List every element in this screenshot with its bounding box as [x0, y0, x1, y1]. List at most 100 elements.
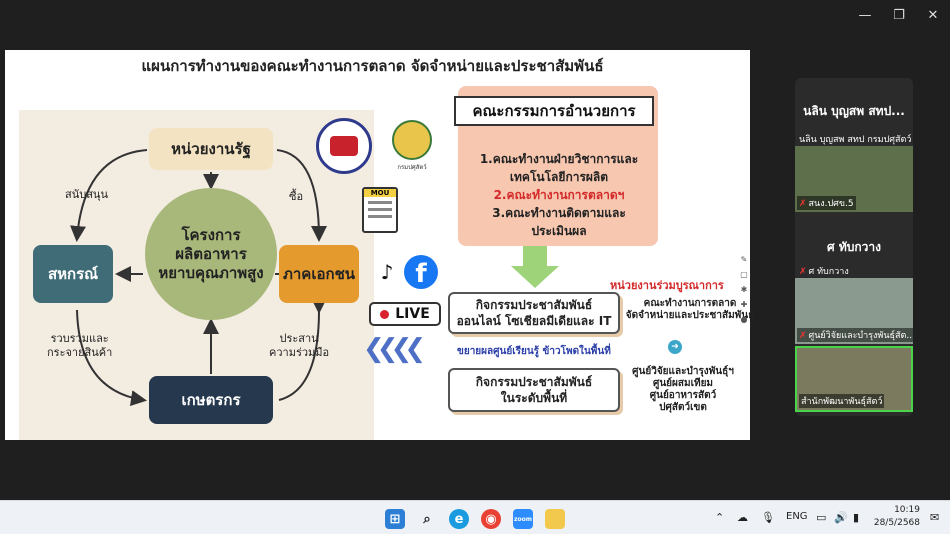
research-centers-text: ศูนย์วิจัยและบำรุงพันธุ์ฯ ศูนย์ผสมเทียม … — [627, 366, 739, 414]
committee-heading: คณะกรรมการอำนวยการ — [454, 96, 654, 126]
research-line-1: ศูนย์วิจัยและบำรุงพันธุ์ฯ — [632, 366, 734, 377]
language-indicator[interactable]: ENG — [786, 511, 808, 522]
video-caption: ✗ศูนย์วิจัยและบำรุงพันธุ์สัต... — [797, 328, 913, 342]
participants-panel: นลิน บุญสพ สทป... นลิน บุญสพ สทป กรมปศุส… — [795, 78, 913, 416]
mic-off-icon: ✗ — [799, 267, 807, 277]
online-pr-box: กิจกรรมประชาสัมพันธ์ ออนไลน์ โซเชียลมีเด… — [448, 292, 620, 334]
joint-agencies-text: คณะทำงานการตลาด จัดจำหน่ายและประชาสัมพัน… — [625, 298, 755, 322]
tool-icon[interactable]: ✚ — [740, 300, 748, 309]
project-line-3: หยาบคุณภาพสูง — [158, 263, 264, 282]
expansion-note: ขยายผลศูนย์เรียนรู้ ข้าวโพดในพื้นที่ — [457, 346, 611, 357]
cooperative-box: สหกรณ์ — [33, 245, 113, 303]
project-line-2: ผลิตอาหาร — [175, 244, 247, 263]
shared-slide: แผนการทำงานของคณะทำงานการตลาด จัดจำหน่าย… — [5, 50, 754, 440]
participant-name-text: ศ ทับกวาง — [808, 267, 849, 277]
coordinate-line-1: ประสาน — [279, 332, 319, 345]
joint-agencies-title: หน่วยงานร่วมบูรณาการ — [610, 279, 724, 292]
mic-off-icon: ✗ — [799, 199, 807, 209]
coordinate-label: ประสาน ความร่วมมือ — [269, 332, 329, 360]
edge-icon[interactable]: e — [449, 509, 469, 529]
joint-line-1: คณะทำงานการตลาด — [643, 298, 737, 309]
online-pr-line-2: ออนไลน์ โซเชียลมีเดียและ IT — [456, 314, 612, 328]
live-label: LIVE — [395, 306, 430, 322]
mou-document-icon: MOU — [362, 187, 398, 233]
participant-video[interactable]: ✗สนง.ปศข.5 — [795, 146, 913, 212]
annotation-toolbar: ✎ ▢ ✱ ✚ ● — [738, 255, 750, 324]
zoom-icon[interactable]: zoom — [513, 509, 533, 529]
tool-icon[interactable]: ▢ — [740, 270, 748, 279]
support-label: สนับสนุน — [65, 188, 108, 201]
seal-icon — [392, 120, 432, 160]
committee-item: ประเมินผล — [531, 224, 587, 238]
participant-header: นลิน บุญสพ สทป... — [803, 104, 905, 118]
research-line-2: ศูนย์ผสมเทียม — [652, 378, 714, 389]
research-line-3: ศูนย์อาหารสัตว์ — [649, 390, 717, 401]
mou-label: MOU — [364, 189, 396, 197]
speaker-icon[interactable]: 🔊 — [834, 511, 848, 524]
local-pr-box: กิจกรรมประชาสัมพันธ์ ในระดับพื้นที่ — [448, 368, 620, 412]
slide-title: แผนการทำงานของคณะทำงานการตลาด จัดจำหน่าย… — [141, 57, 604, 75]
seal-caption: กรมปศุสัตว์ — [397, 164, 427, 171]
minimize-button[interactable]: — — [858, 7, 872, 23]
gov-agency-box: หน่วยงานรัฐ — [149, 128, 273, 170]
window-controls: — ❐ ✕ — [848, 0, 950, 32]
mic-off-icon: ✗ — [799, 331, 807, 341]
file-explorer-icon[interactable] — [545, 509, 565, 529]
search-icon[interactable]: ⌕ — [423, 511, 431, 527]
committee-item-highlight: 2.คณะทำงานการตลาดฯ — [493, 188, 625, 202]
display-icon[interactable]: ▭ — [816, 511, 827, 524]
tool-icon[interactable]: ● — [740, 315, 748, 324]
collect-line-1: รวบรวมและ — [50, 332, 109, 345]
coordinate-line-2: ความร่วมมือ — [269, 346, 330, 359]
active-speaker-video[interactable]: สำนักพัฒนาพันธุ์สัตว์ — [795, 346, 913, 412]
clock[interactable]: 10:19 28/5/2568 — [872, 504, 920, 530]
notification-icon[interactable]: ✉ — [930, 511, 940, 524]
clock-date: 28/5/2568 — [873, 518, 920, 528]
next-arrow-icon[interactable]: ➜ — [668, 340, 682, 354]
participant-name: ✗ศ ทับกวาง — [799, 264, 911, 278]
live-badge: LIVE — [369, 302, 441, 326]
local-pr-line-2: ในระดับพื้นที่ — [500, 391, 568, 405]
collect-line-2: กระจายสินค้า — [47, 346, 113, 359]
battery-icon[interactable]: ▮ — [853, 511, 860, 524]
video-caption-text: สนง.ปศข.5 — [808, 199, 854, 209]
restore-button[interactable]: ❐ — [893, 7, 905, 23]
diagram-arrows — [70, 149, 328, 407]
facebook-icon: f — [404, 255, 438, 289]
project-line-1: โครงการ — [181, 225, 241, 244]
committee-list: 1.คณะทำงานฝ่ายวิชาการและ เทคโนโลยีการผลิ… — [459, 150, 659, 240]
committee-item: 3.คณะทำงานติดตามและ — [492, 206, 626, 220]
network-icon[interactable]: ☁ — [737, 511, 748, 524]
close-button[interactable]: ✕ — [927, 7, 939, 23]
research-line-4: ปศุสัตว์เขต — [659, 402, 707, 413]
tiktok-icon: ♪ — [380, 260, 394, 284]
farmer-box: เกษตรกร — [149, 376, 273, 424]
committee-item: เทคโนโลยีการผลิต — [509, 170, 609, 184]
project-circle: โครงการ ผลิตอาหาร หยาบคุณภาพสูง — [145, 188, 277, 320]
committee-item: 1.คณะทำงานฝ่ายวิชาการและ — [479, 152, 639, 166]
chevron-up-icon[interactable]: ⌃ — [715, 511, 725, 524]
video-caption: สำนักพัฒนาพันธุ์สัตว์ — [799, 394, 885, 408]
video-caption-text: ศูนย์วิจัยและบำรุงพันธุ์สัต... — [808, 331, 913, 341]
live-dot-icon — [380, 309, 390, 319]
chrome-icon[interactable]: ◉ — [481, 509, 501, 529]
tool-icon[interactable]: ✎ — [740, 255, 748, 264]
start-icon[interactable]: ⊞ — [385, 509, 405, 529]
participant-video[interactable]: ✗ศูนย์วิจัยและบำรุงพันธุ์สัต... — [795, 278, 913, 344]
participant-name: นลิน บุญสพ สทป กรมปศุสัตว์ — [799, 135, 911, 145]
collect-label: รวบรวมและ กระจายสินค้า — [47, 332, 112, 360]
video-caption: ✗สนง.ปศข.5 — [797, 196, 856, 210]
diagram-panel: หน่วยงานรัฐ สหกรณ์ ภาคเอกชน เกษตรกร โครง… — [19, 110, 374, 440]
department-seal: กรมปศุสัตว์ — [388, 120, 436, 174]
private-sector-box: ภาคเอกชน — [279, 245, 359, 303]
chevron-left-arrows-icon: ❮❮❮❮ — [363, 334, 426, 364]
online-pr-line-1: กิจกรรมประชาสัมพันธ์ — [475, 298, 593, 312]
participant-big-name: ศ ทับกวาง — [827, 240, 881, 254]
dld-logo — [316, 118, 372, 174]
tool-icon[interactable]: ✱ — [740, 285, 748, 294]
local-pr-line-1: กิจกรรมประชาสัมพันธ์ — [475, 375, 593, 389]
microphone-icon[interactable]: 🎙 — [761, 511, 775, 524]
buy-label: ซื้อ — [289, 190, 304, 203]
joint-line-2: จัดจำหน่ายและประชาสัมพันธ์ — [625, 310, 755, 321]
taskbar: ⊞ ⌕ e ◉ zoom ⌃ ☁ 🎙 ENG ▭ 🔊 ▮ ✉ — [0, 500, 950, 534]
